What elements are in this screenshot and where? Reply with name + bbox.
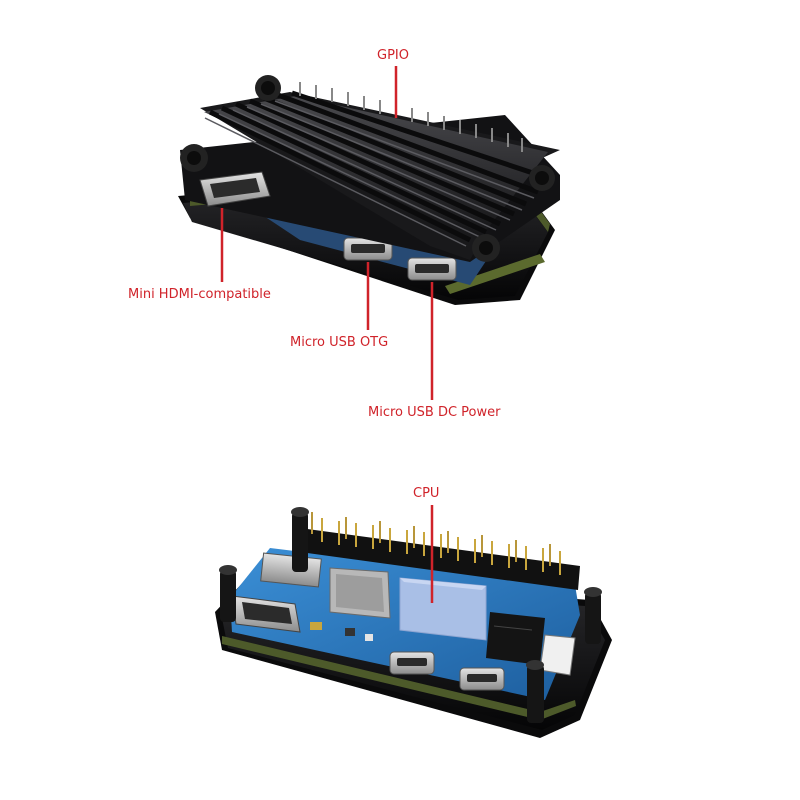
micro-usb-otg-label: Micro USB OTG bbox=[290, 335, 389, 350]
mini-hdmi-port bbox=[199, 171, 271, 207]
micro-usb-dc-power-label: Micro USB DC Power bbox=[368, 405, 501, 420]
open-board-device bbox=[215, 507, 612, 738]
micro-usb-otg-port-bottom bbox=[389, 651, 435, 675]
mini-hdmi-label: Mini HDMI-compatible bbox=[128, 287, 271, 302]
ram-chip bbox=[486, 612, 545, 665]
gpio-label: GPIO bbox=[377, 48, 409, 63]
mini-hdmi-port-bottom bbox=[231, 595, 301, 633]
heatsink-case-device bbox=[178, 75, 560, 305]
cpu-thermal-pad bbox=[399, 577, 487, 641]
callout-lines bbox=[220, 66, 434, 603]
gpio-pin-header-bottom bbox=[300, 512, 580, 590]
heatsink-fins bbox=[200, 90, 560, 260]
micro-usb-power-port-bottom bbox=[459, 667, 505, 691]
micro-usb-power-port bbox=[407, 257, 457, 281]
cpu-label: CPU bbox=[413, 486, 440, 501]
micro-usb-otg-port bbox=[343, 237, 393, 261]
wifi-module bbox=[329, 567, 391, 619]
